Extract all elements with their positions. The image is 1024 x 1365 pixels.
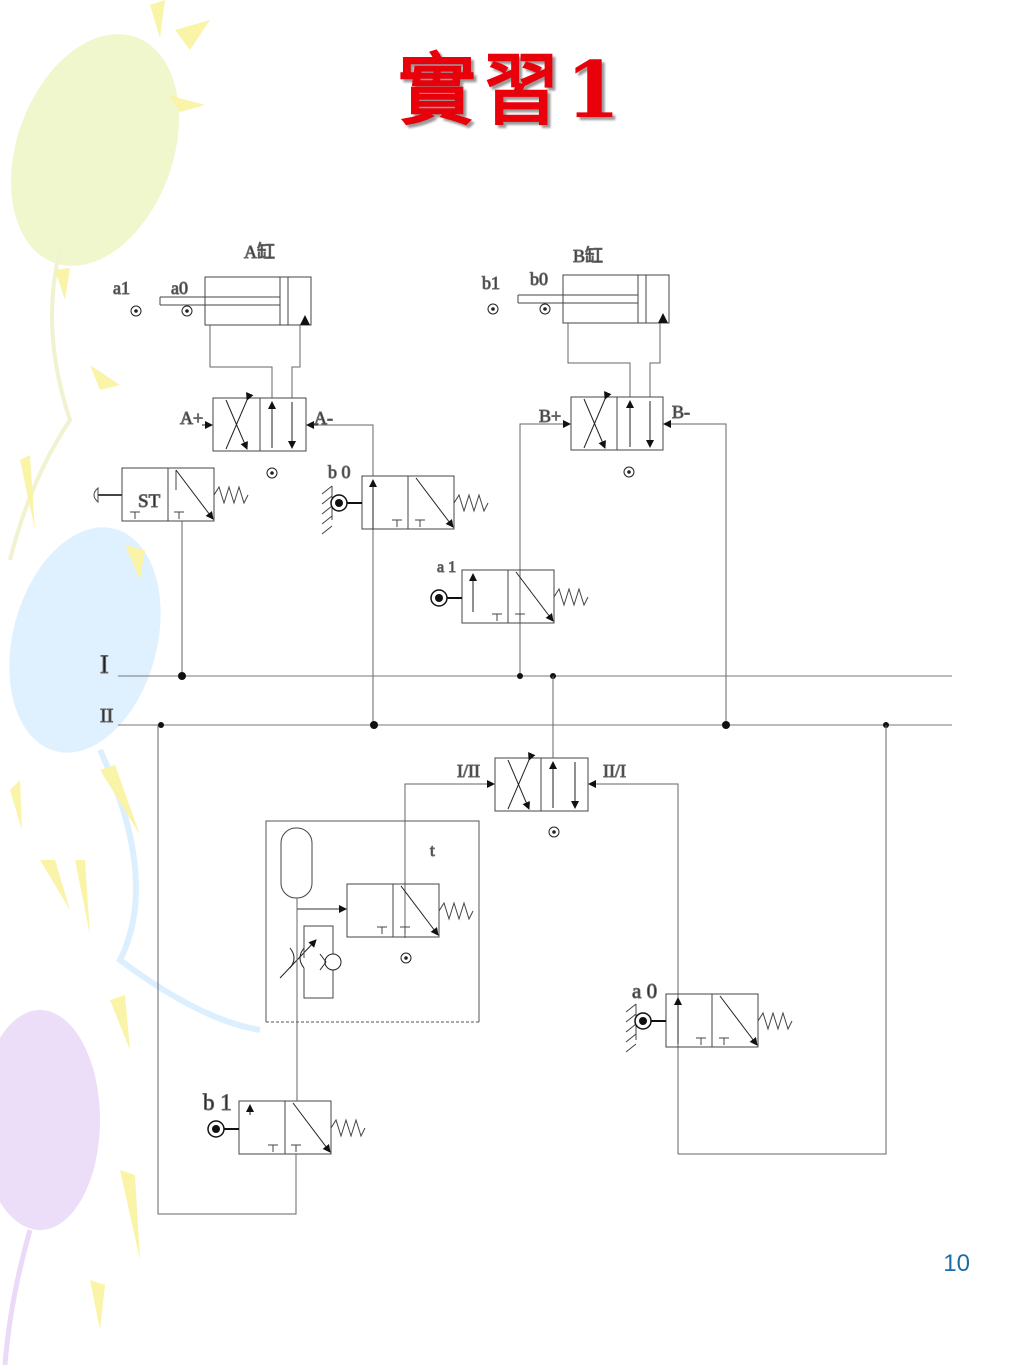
label-a-plus: A+ <box>180 408 203 428</box>
label-b1: b1 <box>482 273 500 293</box>
roller-b0-icon <box>330 494 348 512</box>
label-memory-left: I/II <box>457 761 480 781</box>
label-b-minus: B- <box>672 402 690 422</box>
valve-a1 <box>446 569 589 624</box>
label-line-ii: II <box>100 705 113 727</box>
yellow-rays <box>10 0 210 1330</box>
sensor-a1-icon <box>130 305 142 317</box>
sensor-b1-icon <box>487 303 499 315</box>
label-valve-a1: a 1 <box>437 559 456 576</box>
valve-a-main <box>202 391 318 452</box>
sensor-a0-icon <box>181 305 193 317</box>
roller-a1-icon <box>430 589 448 607</box>
slide-title: 實習1 <box>397 45 627 136</box>
yellow-balloon <box>8 34 180 561</box>
blue-balloon <box>9 527 261 1033</box>
junction-dots <box>158 672 889 729</box>
sensor-b0-icon <box>539 303 551 315</box>
label-timer: t <box>430 841 435 860</box>
valve-b1 <box>223 1100 366 1155</box>
label-valve-b0: b 0 <box>328 462 351 482</box>
label-a0: a0 <box>171 278 188 298</box>
label-b-plus: B+ <box>539 406 561 426</box>
cylinder-a <box>159 276 312 326</box>
valve-b-main <box>570 390 664 451</box>
exhaust-a-icon <box>266 467 278 479</box>
label-a1: a1 <box>113 278 130 298</box>
exhaust-memory-icon <box>548 826 560 838</box>
label-valve-b1: b 1 <box>203 1090 232 1115</box>
valve-memory <box>494 751 589 812</box>
label-valve-a0: a 0 <box>632 979 657 1003</box>
label-memory-right: II/I <box>603 761 626 781</box>
roller-a0-icon <box>634 1012 652 1030</box>
label-cylinder-a: A缸 <box>244 241 275 262</box>
label-cylinder-b: B缸 <box>573 245 603 266</box>
timer-block <box>265 820 480 1023</box>
purple-balloon <box>0 1010 100 1365</box>
exhaust-b-icon <box>623 466 635 478</box>
valve-start <box>93 467 249 522</box>
exhaust-timer-icon <box>400 952 412 964</box>
roller-b1-icon <box>207 1120 225 1138</box>
label-b0: b0 <box>530 269 548 289</box>
label-line-i: I <box>100 650 109 679</box>
label-start: ST <box>138 491 161 512</box>
page-number: 10 <box>943 1250 970 1277</box>
cylinder-b <box>517 274 670 324</box>
label-a-minus: A- <box>314 408 333 428</box>
